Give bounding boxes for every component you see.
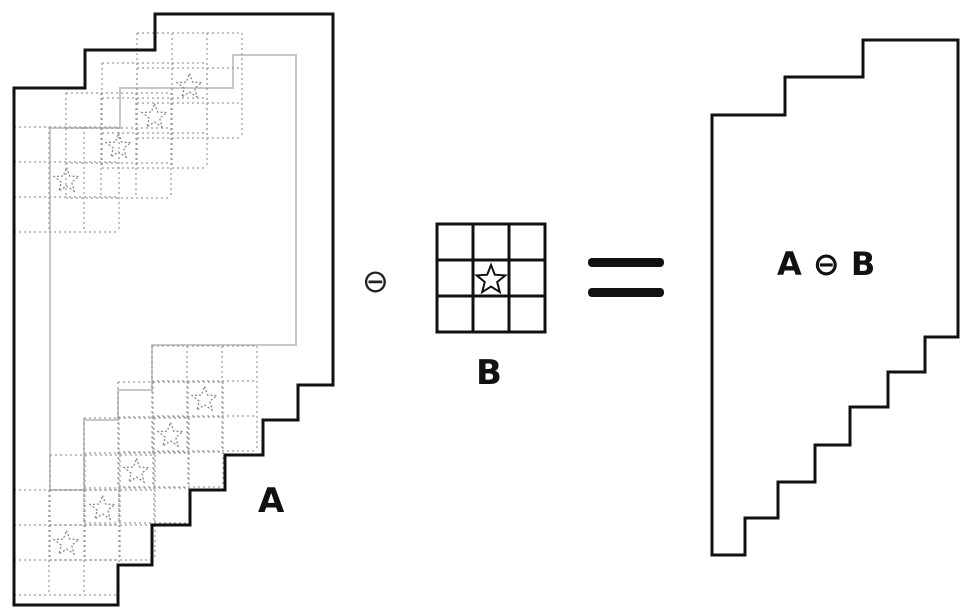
structuring-element-placement [49, 454, 156, 561]
star-icon [474, 262, 508, 295]
star-icon [122, 456, 151, 484]
star-icon [88, 493, 117, 521]
star-icon [140, 101, 169, 129]
equals-sign [588, 258, 664, 297]
structuring-element-placement [136, 32, 243, 139]
star-icon [175, 71, 204, 99]
set-a-eroded-outline [49, 54, 297, 491]
set-a-label: A [258, 481, 285, 521]
structuring-element-placement [101, 62, 208, 169]
structuring-element-grid-border [435, 222, 547, 334]
set-a: A [12, 12, 335, 607]
set-a-outline [12, 12, 335, 607]
structuring-element-placements [13, 32, 258, 596]
structuring-element-label: B [476, 353, 502, 393]
star-icon [156, 420, 185, 448]
structuring-element-placement [13, 489, 120, 596]
structuring-element-b: B [435, 222, 547, 393]
erosion-result: A ⊖ B [710, 38, 960, 557]
erosion-operator-symbol: ⊖ [362, 262, 389, 300]
structuring-element-placement [83, 417, 190, 524]
structuring-element-placement [13, 126, 120, 233]
erosion-result-label: A ⊖ B [777, 245, 875, 283]
star-icon [52, 528, 81, 556]
equals-bar-top [588, 258, 664, 267]
equals-bar-bottom [588, 288, 664, 297]
structuring-element-placement [151, 345, 258, 452]
structuring-element-placement [117, 381, 224, 488]
star-icon [52, 165, 81, 193]
star-icon [190, 384, 219, 412]
erosion-result-outline [710, 38, 960, 557]
